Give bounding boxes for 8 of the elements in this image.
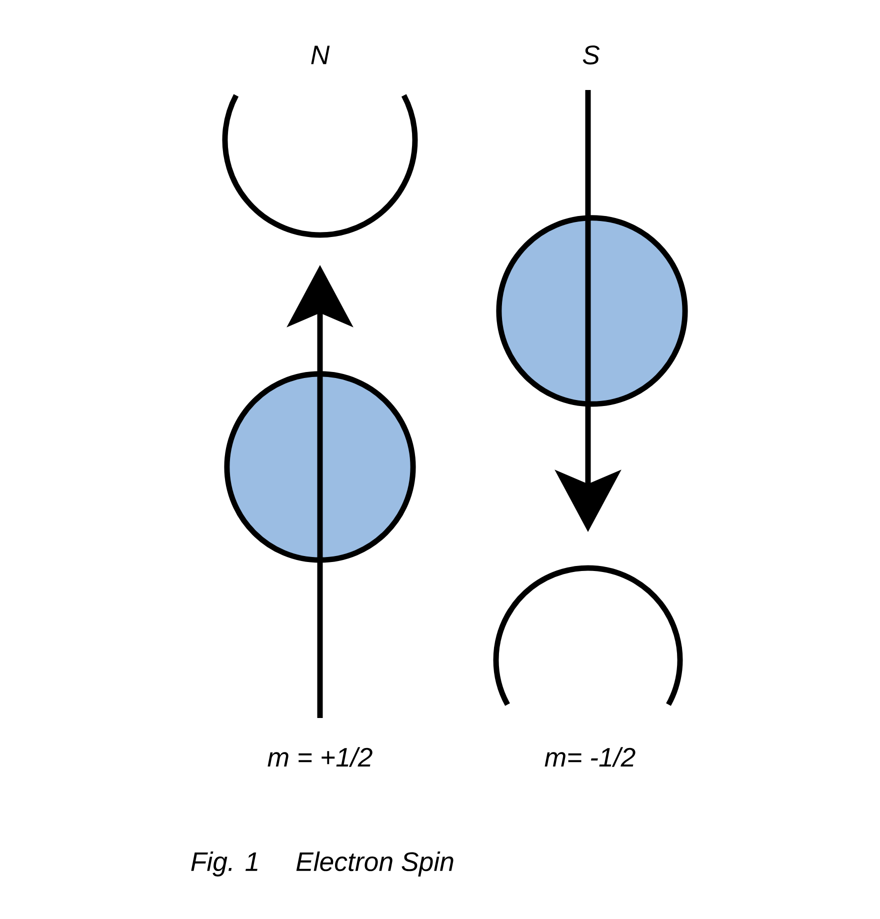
figure-number: Fig. 1 xyxy=(191,852,258,876)
electron-circle xyxy=(224,371,416,563)
pole-label: S xyxy=(582,46,600,64)
electron-circle xyxy=(496,215,688,407)
pole-label: N xyxy=(311,46,330,64)
figure-title: Electron Spin xyxy=(296,852,454,876)
spin-label: m= -1/2 xyxy=(544,747,636,767)
spin-label: m = +1/2 xyxy=(268,747,372,767)
